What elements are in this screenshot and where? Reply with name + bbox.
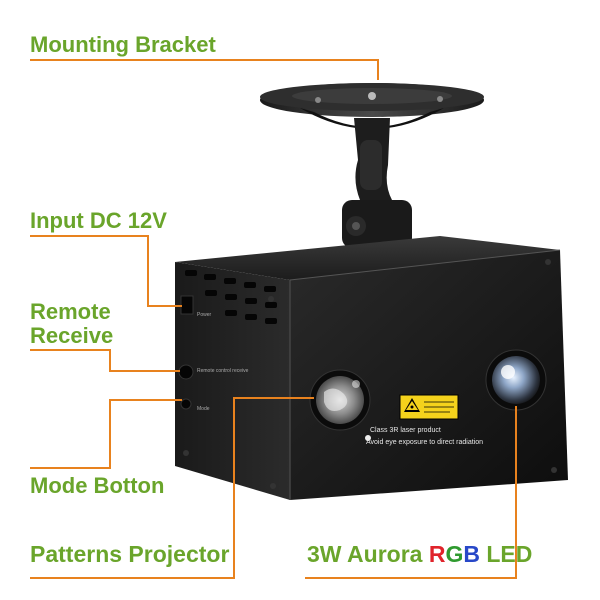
patterns-projector-lens (309, 369, 371, 431)
callout-aurora-led: 3W Aurora RGB LED (307, 542, 532, 566)
aurora-b: B (463, 541, 480, 567)
callout-mounting-bracket: Mounting Bracket (30, 32, 216, 57)
leader-remote-receive (30, 349, 180, 372)
rgb-led-lens (485, 349, 547, 411)
aurora-r: R (428, 541, 446, 567)
aurora-prefix: 3W Aurora (307, 541, 429, 567)
leader-aurora-led (305, 406, 517, 579)
callout-remote-receive-line2: Receive (30, 323, 114, 348)
remote-port-label: Remote control receive (197, 368, 249, 374)
mounting-bracket (260, 83, 484, 262)
aurora-g: G (445, 541, 464, 567)
callout-remote-receive-line1: Remote (30, 299, 111, 324)
laser-warning-label: Class 3R laser product Avoid eye exposur… (365, 394, 483, 446)
callout-patterns-projector: Patterns Projector (30, 541, 230, 567)
leader-mode-button (30, 399, 182, 469)
warning-text: Avoid eye exposure to direct radiation (366, 439, 483, 446)
aurora-suffix: LED (479, 541, 533, 567)
power-port-label: Power (197, 312, 212, 318)
leader-patterns-projector (30, 397, 314, 579)
leader-lines (30, 59, 517, 579)
mode-port-label: Mode (197, 406, 210, 412)
housing: Power Remote control receive Mode (175, 236, 568, 500)
callout-input-dc: Input DC 12V (30, 208, 167, 233)
leader-input-dc (30, 235, 182, 307)
warning-title: Class 3R laser product (370, 427, 441, 434)
leader-mounting-bracket (30, 59, 379, 80)
callout-mode-button: Mode Botton (30, 473, 165, 498)
